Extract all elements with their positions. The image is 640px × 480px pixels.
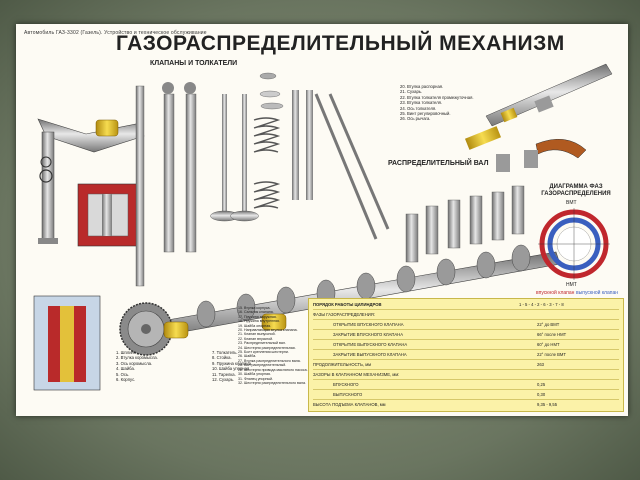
spec-row-label: ОТКРЫТИЕ ВЫПУСКНОГО КЛАПАНА <box>333 342 408 347</box>
spec-row-value: 22° до ВМТ <box>537 322 560 327</box>
legend-item: 25. Болт крепления шестерни. <box>238 350 289 355</box>
legend-item: 32. Шестерня распределительного вала. <box>238 380 306 385</box>
legend-item: 17. Пружина наружная. <box>238 314 277 319</box>
legend-item: 21. Сухарь. <box>400 89 423 95</box>
legend-item: 6. Корпус. <box>116 377 136 383</box>
legend-item: 21. Клапан выпускной. <box>238 332 276 337</box>
spec-row-value: 0,30 <box>537 392 546 397</box>
legend-item: 29. Шестерня привода масляного насоса. <box>238 367 308 372</box>
legend-item: 22. Втулка толкателя промежуточная. <box>400 94 474 100</box>
header-note: Автомобиль ГАЗ-3302 (Газель). Устройство… <box>24 30 207 36</box>
center-rockers <box>292 90 390 240</box>
valve-springs <box>253 117 281 209</box>
legend-item: 3. Ось коромысла. <box>116 360 153 366</box>
legend-item: 10. Шайба упорная. <box>212 366 251 372</box>
section-title-phase-diagram: ДИАГРАММА ФАЗ ГАЗОРАСПРЕДЕЛЕНИЯ <box>541 184 611 197</box>
legend-item: 30. Шайба упорная. <box>238 372 271 377</box>
legend-item: 2. Втулка коромысла. <box>116 355 158 361</box>
spec-row-label: ВЫПУСКНОГО <box>333 392 363 397</box>
spec-row-label: ОТКРЫТИЕ ВПУСКНОГО КЛАПАНА <box>333 322 404 327</box>
spec-row-label: ЗАКРЫТИЕ ВПУСКНОГО КЛАПАНА <box>333 332 403 337</box>
legend-item: 5. Ось. <box>116 371 130 377</box>
lower-cutaway-section <box>33 295 101 391</box>
poster-title: ГАЗОРАСПРЕДЕЛИТЕЛЬНЫЙ МЕХАНИЗМ <box>116 32 565 55</box>
spec-row: ЗАЗОРЫ В КЛАПАННОМ МЕХАНИЗМЕ, мм: <box>313 371 619 380</box>
spec-row: ОТКРЫТИЕ ВЫПУСКНОГО КЛАПАНА 60° до НМТ <box>313 341 619 350</box>
legend-item: 7. Толкатель. <box>212 350 238 355</box>
spec-row: ВПУСКНОГО 0,25 <box>313 381 619 390</box>
legend-item: 28. Вал распределительный. <box>238 363 287 368</box>
spec-row-label: ВЫСОТА ПОДЪЕМА КЛАПАНОВ, мм <box>313 402 386 407</box>
phase-diagram-bottom-label: НМТ <box>566 282 577 288</box>
phase-diagram <box>538 208 610 280</box>
spec-row: ЗАКРЫТИЕ ВПУСКНОГО КЛАПАНА 66° после НМТ <box>313 331 619 340</box>
spec-table-header: ПОРЯДОК РАБОТЫ ЦИЛИНДРОВ 1 - 5 - 4 - 2 -… <box>313 301 619 310</box>
legend-item: 26. Ось рычага. <box>400 116 431 122</box>
cutaway-section <box>77 183 139 247</box>
spec-row: ОТКРЫТИЕ ВПУСКНОГО КЛАПАНА 22° до ВМТ <box>313 321 619 330</box>
legend-item: 27. Втулка распределительного вала. <box>238 358 301 363</box>
spec-header-value: 1 - 5 - 4 - 2 - 6 - 3 - 7 - 8 <box>519 302 564 307</box>
legend-item: 11. Тарелка. <box>212 371 236 377</box>
spec-row: ВЫСОТА ПОДЪЕМА КЛАПАНОВ, мм 9,35 - 9,55 <box>313 401 619 409</box>
spec-row-value: 60° до НМТ <box>537 342 560 347</box>
spec-row-label: ЗАЗОРЫ В КЛАПАННОМ МЕХАНИЗМЕ, мм: <box>313 372 400 377</box>
valves <box>210 94 259 222</box>
spec-row-label: ВПУСКНОГО <box>333 382 359 387</box>
legend-item: 20. Втулка распорная. <box>400 84 444 89</box>
legend-item: 23. Распределительный вал. <box>238 341 287 346</box>
phase-diagram-intake-legend: впускной клапан <box>536 290 575 296</box>
spec-row-label: ФАЗЫ ГАЗОРАСПРЕДЕЛЕНИЯ: <box>313 312 375 317</box>
small-parts <box>259 72 284 110</box>
camshaft-bushings <box>163 313 287 339</box>
spec-row-value: 22° после ВМТ <box>537 352 566 357</box>
section-title-camshaft: РАСПРЕДЕЛИТЕЛЬНЫЙ ВАЛ <box>388 160 489 167</box>
mechanism-drawing <box>33 63 613 391</box>
legend-item: 1. Шплинт. <box>116 350 137 355</box>
legend-item: 24. Шестерня распределительная. <box>238 345 296 350</box>
spec-row-value: 9,35 - 9,55 <box>537 402 558 407</box>
rocker-arm-assembly <box>37 118 145 244</box>
spec-row-value: 0,25 <box>537 382 546 387</box>
legend-bottom-center-list-visible: 15. Втулка корпуса. 16. Сальник клапана.… <box>238 306 308 385</box>
spec-row: ВЫПУСКНОГО 0,30 <box>313 391 619 400</box>
legend-item: 15. Втулка корпуса. <box>238 306 271 310</box>
legend-item: 20. Направляющая втулка клапана. <box>238 328 298 333</box>
legend-item: 4. Шайба. <box>116 366 135 372</box>
lifters <box>405 185 525 263</box>
legend-item: 24. Ось толкателя. <box>400 105 437 111</box>
pushrods <box>135 82 197 287</box>
spec-row-value: 263 <box>537 362 544 367</box>
legend-bottom-left: 1. Шплинт. 2. Втулка коромысла. 3. Ось к… <box>116 350 158 382</box>
legend-top-right: 20. Втулка распорная. 21. Сухарь. 22. Вт… <box>400 84 474 122</box>
specification-table: ПОРЯДОК РАБОТЫ ЦИЛИНДРОВ 1 - 5 - 4 - 2 -… <box>308 298 624 412</box>
poster-sheet: Автомобиль ГАЗ-3302 (Газель). Устройство… <box>16 24 628 416</box>
spec-row: ПРОДОЛЖИТЕЛЬНОСТЬ, мм 263 <box>313 361 619 370</box>
legend-item: 8. Стойка. <box>212 355 232 361</box>
legend-item: 23. Втулка толкателя. <box>400 100 443 106</box>
legend-bottom-left-2: 7. Толкатель. 8. Стойка. 9. Пружина клап… <box>212 350 252 382</box>
legend-item: 16. Сальник клапана. <box>238 310 274 315</box>
legend-item: 26. Шайба. <box>238 354 257 359</box>
spec-row-label: ПРОДОЛЖИТЕЛЬНОСТЬ, мм <box>313 362 371 367</box>
spec-row-label: ЗАКРЫТИЕ ВЫПУСКНОГО КЛАПАНА <box>333 352 407 357</box>
section-title-valves: КЛАПАНЫ И ТОЛКАТЕЛИ <box>150 60 238 67</box>
legend-item: 19. Шайба опорная. <box>238 323 272 328</box>
spec-row: ЗАКРЫТИЕ ВЫПУСКНОГО КЛАПАНА 22° после ВМ… <box>313 351 619 360</box>
phase-diagram-exhaust-legend: выпускной клапан <box>576 290 619 296</box>
legend-item: 25. Винт регулировочный. <box>400 111 451 117</box>
phase-diagram-top-label: ВМТ <box>566 200 577 206</box>
spec-row-value: 66° после НМТ <box>537 332 567 337</box>
rocker-shaft-parts <box>464 63 613 172</box>
legend-item: 12. Сухарь. <box>212 377 235 383</box>
spec-row: ФАЗЫ ГАЗОРАСПРЕДЕЛЕНИЯ: <box>313 311 619 320</box>
legend-item: 18. Пружина внутренняя. <box>238 319 280 324</box>
spec-header-label: ПОРЯДОК РАБОТЫ ЦИЛИНДРОВ <box>313 302 382 307</box>
legend-item: 9. Пружина клапана. <box>212 360 253 366</box>
legend-item: 31. Фланец упорный. <box>238 376 274 381</box>
legend-item: 22. Клапан впускной. <box>238 336 274 341</box>
